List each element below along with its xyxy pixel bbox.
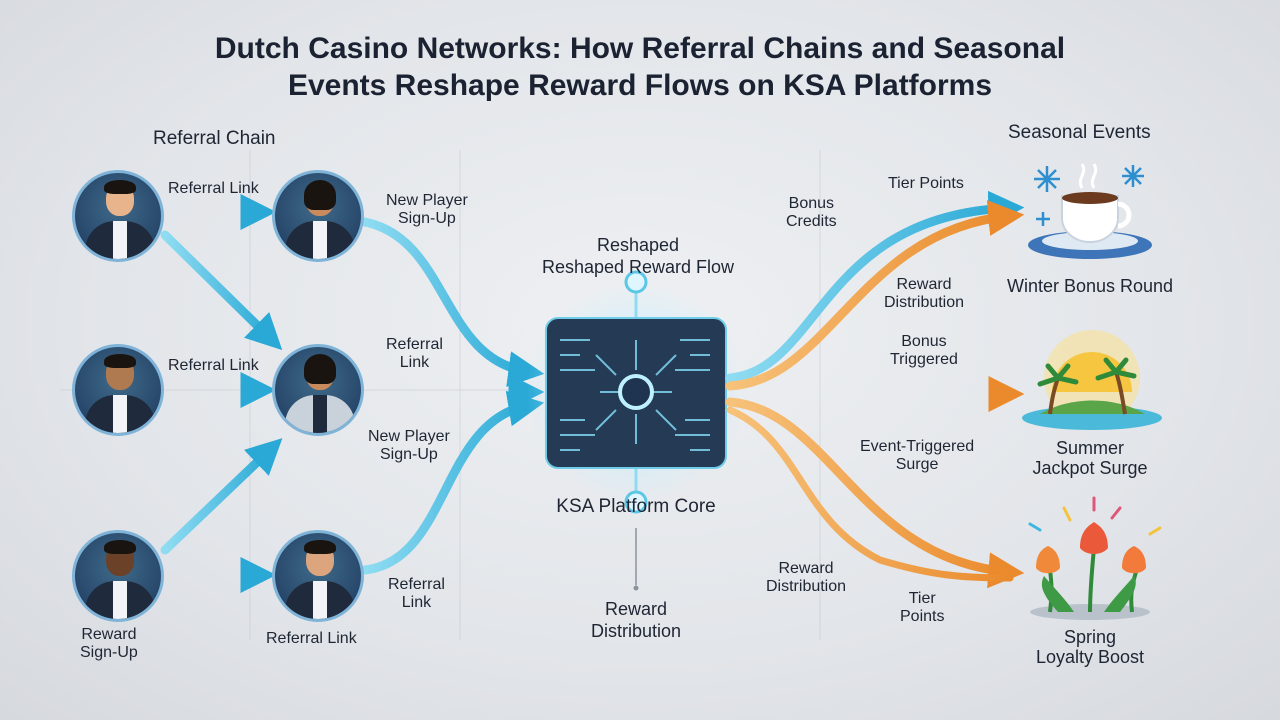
summer-island-icon xyxy=(1022,330,1162,430)
referee-avatar-2 xyxy=(272,344,364,436)
referrer-avatar-2 xyxy=(72,344,164,436)
tier-points-label-1: Tier Points xyxy=(888,175,964,192)
referrer-avatar-3 xyxy=(72,530,164,622)
winter-bonus-round-label: Winter Bonus Round xyxy=(1006,276,1174,296)
seasonal-events-heading: Seasonal Events xyxy=(1008,122,1151,143)
reward-arrows xyxy=(725,190,1025,589)
referrer-avatar-1 xyxy=(72,170,164,262)
diagram-title: Dutch Casino Networks: How Referral Chai… xyxy=(0,30,1280,104)
title-line-1: Dutch Casino Networks: How Referral Chai… xyxy=(214,32,1066,65)
referee-avatar-1 xyxy=(272,170,364,262)
ksa-platform-core-label: KSA Platform Core xyxy=(556,496,716,517)
spring-tulips-icon xyxy=(1028,496,1162,620)
title-line-2: Events Reshape Reward Flows on KSA Platf… xyxy=(287,69,993,102)
referral-link-label-bottom: Referral Link xyxy=(266,630,357,647)
winter-coffee-icon xyxy=(1028,163,1152,259)
referral-link-label-1: Referral Link xyxy=(168,180,259,197)
referee-avatar-3 xyxy=(272,530,364,622)
referral-arrows xyxy=(160,194,545,593)
referral-link-label-2: Referral Link xyxy=(168,357,259,374)
referral-chain-heading: Referral Chain xyxy=(153,128,276,149)
ksa-platform-core-chip xyxy=(526,270,746,514)
